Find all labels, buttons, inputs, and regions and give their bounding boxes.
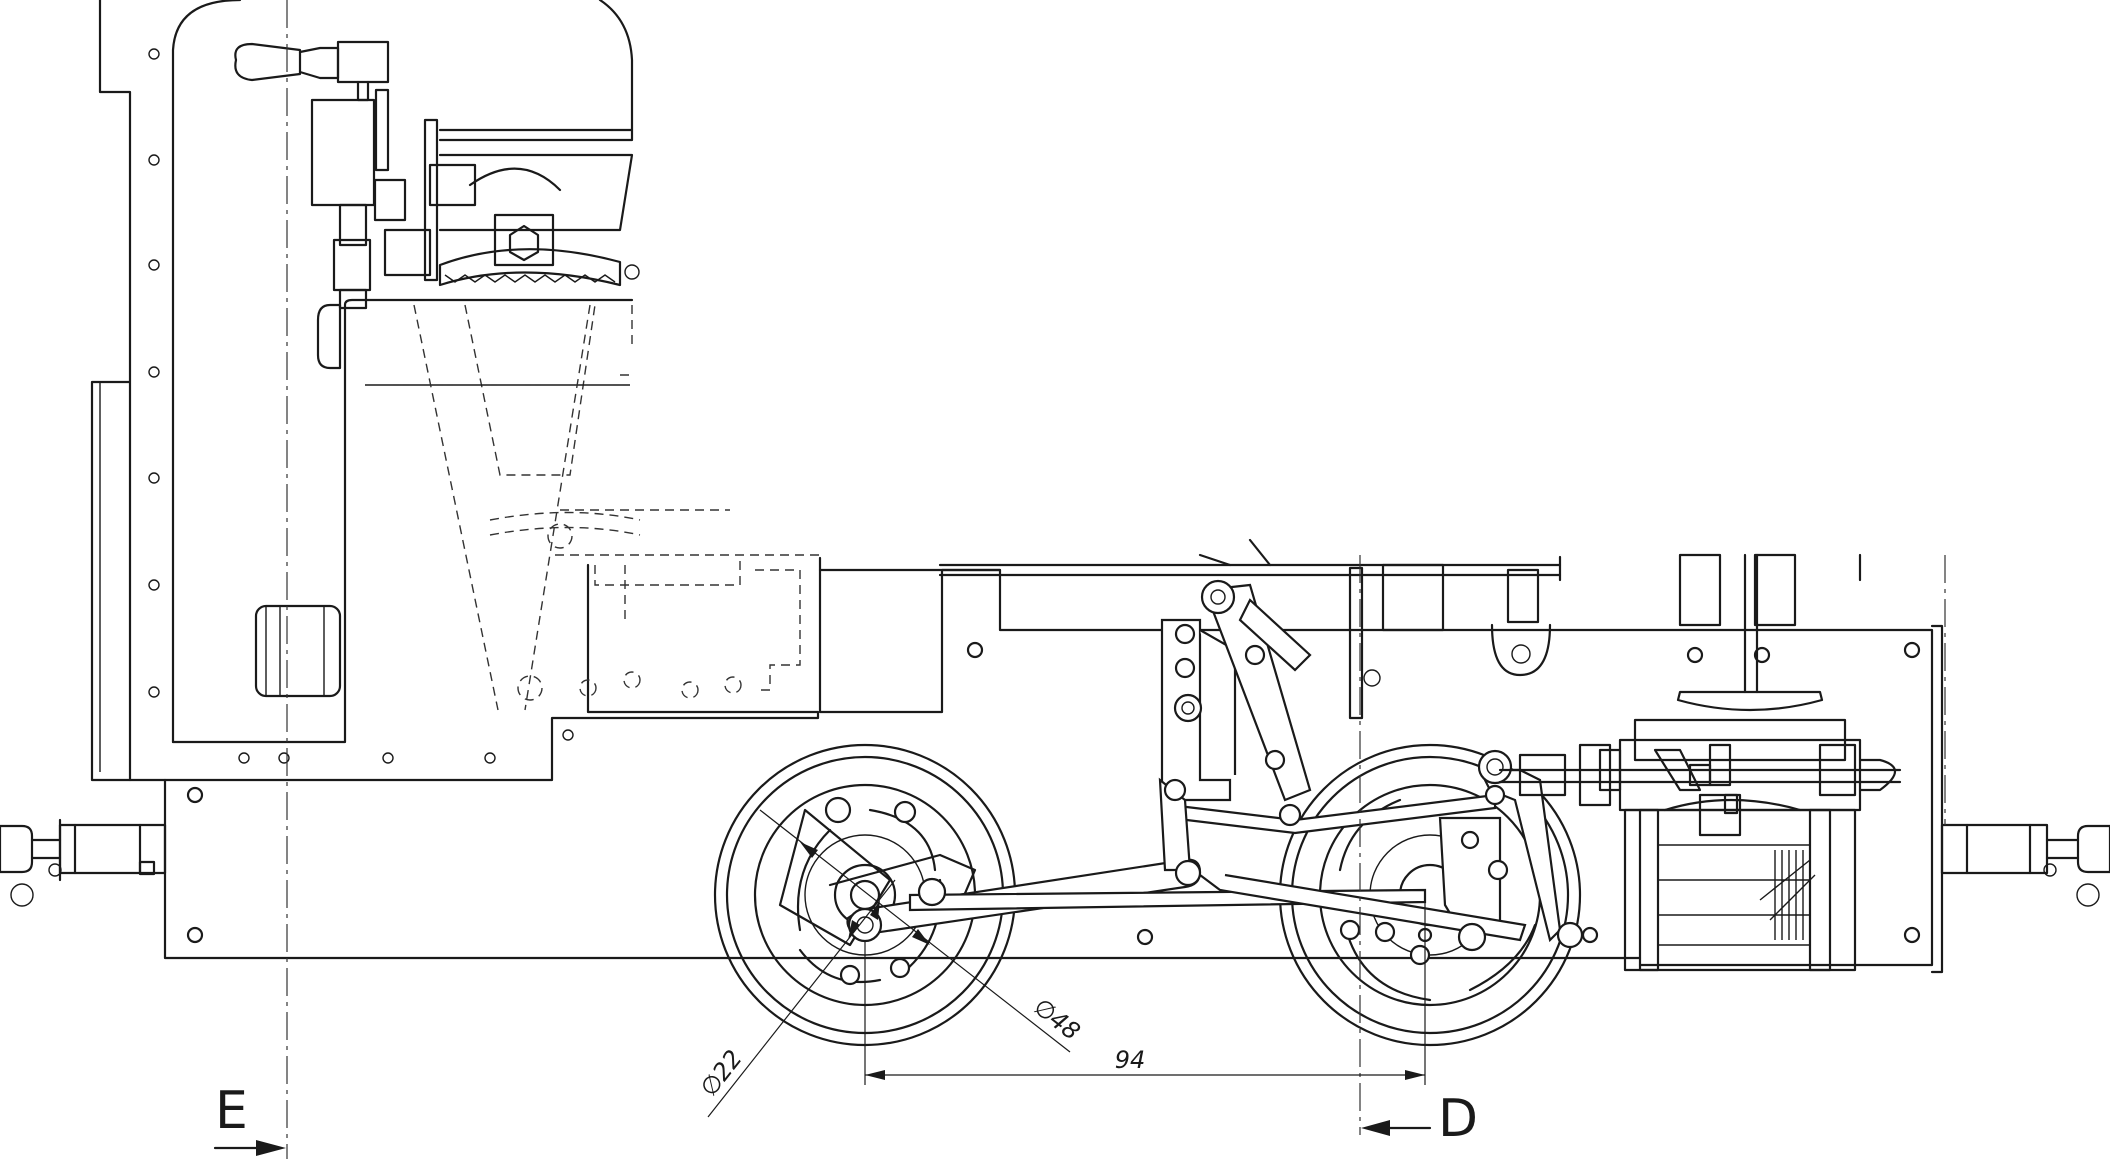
left-buffer-coupling: [0, 818, 167, 907]
section-marker-e: E: [213, 1081, 286, 1156]
main-frame: [163, 553, 1944, 974]
dimension-94-label: 94: [1115, 1046, 1146, 1074]
cab-assembly: [90, 0, 821, 782]
section-label-e: E: [215, 1081, 248, 1141]
hidden-lines-cab: [365, 304, 821, 711]
right-buffer-coupling: [1940, 823, 2110, 907]
dimension-diameter-48: ∅ 48: [759, 809, 1085, 1053]
section-label-d: D: [1438, 1089, 1478, 1149]
section-marker-d: D: [1361, 1089, 1478, 1149]
center-lines: [286, 0, 1946, 1159]
cylinder-assembly: [1498, 718, 1902, 972]
regulator-handle: [234, 40, 390, 102]
valve-gear-linkage: [846, 579, 1584, 952]
dimension-diameter-22: ∅ 22: [695, 879, 896, 1118]
dimension-94: 94: [864, 900, 1426, 1085]
cab-fittings: [310, 88, 634, 370]
upper-frame-details: [1198, 538, 1824, 720]
cab-rivets: [148, 48, 574, 764]
firebox-block: [254, 604, 342, 698]
reverser-quadrant: [438, 213, 640, 287]
